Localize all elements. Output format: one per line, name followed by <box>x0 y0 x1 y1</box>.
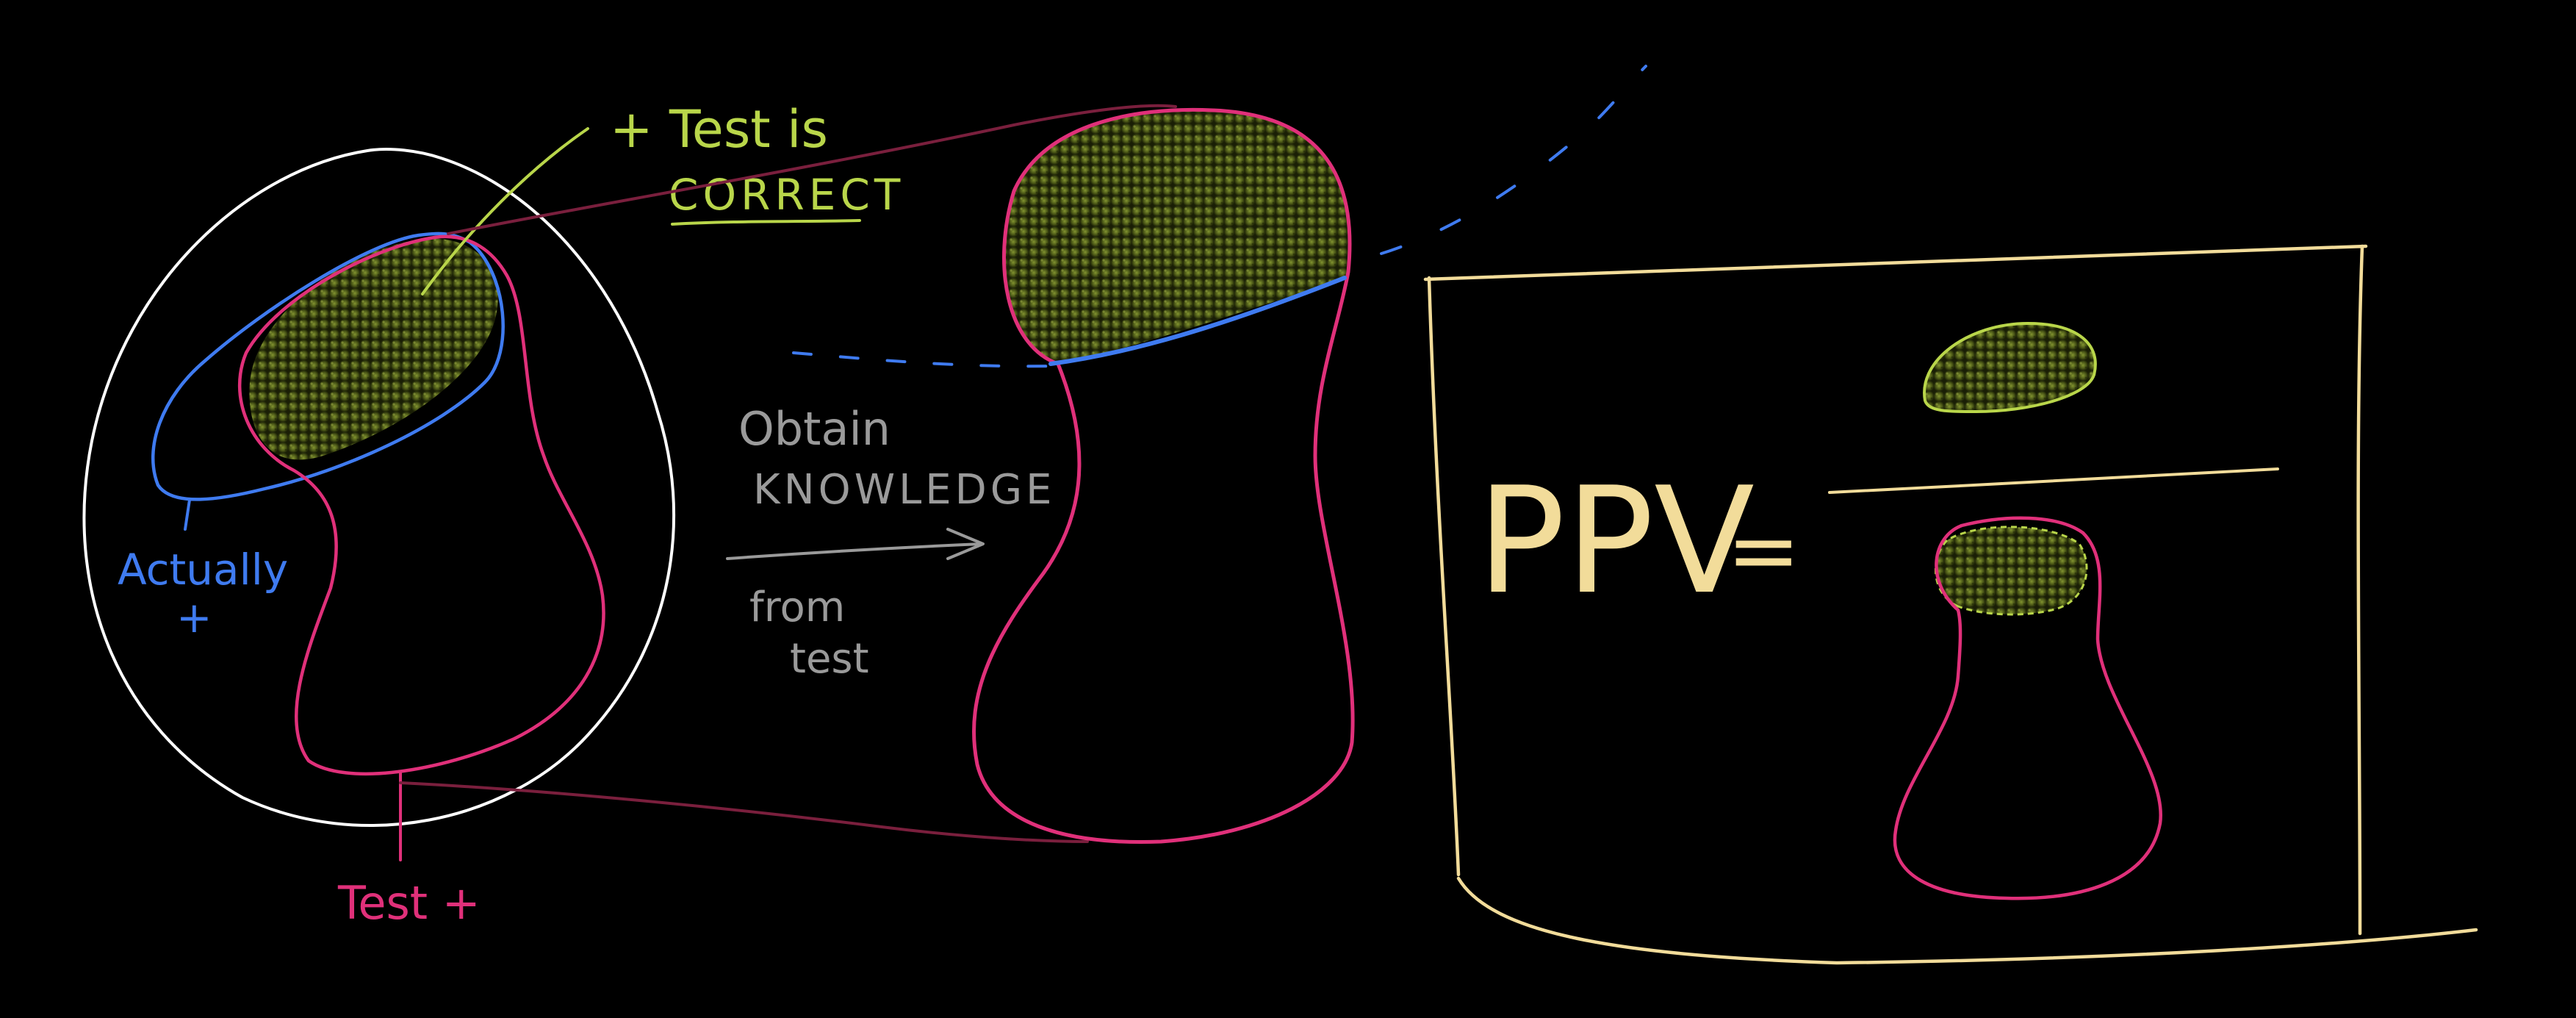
denominator-test-positive-outline <box>1893 516 2163 900</box>
actually-positive-label: Actually <box>118 545 288 595</box>
test-label: test <box>790 635 869 683</box>
dashed-blue-connector-right <box>1380 65 1647 255</box>
right-arrow-icon <box>726 528 985 560</box>
actually-positive-plus: + <box>176 592 212 642</box>
test-positive-outline <box>238 234 605 776</box>
extracted-test-positive-outline <box>972 107 1355 845</box>
dashed-blue-connector-left <box>792 351 1059 368</box>
population-outline <box>82 148 676 827</box>
from-label: from <box>749 584 845 631</box>
knowledge-label: KNOWLEDGE <box>753 466 1056 514</box>
denominator-true-positive <box>1934 526 2088 616</box>
test-positive-label: Test + <box>337 876 481 930</box>
obtain-label: Obtain <box>738 402 891 456</box>
bottom-connector <box>399 781 1089 843</box>
test-correct-callout: + Test is CORRECT <box>610 99 904 226</box>
correct-leader <box>421 127 589 295</box>
population-diagram: Actually + Test + <box>82 127 676 930</box>
test-correct-label-line1: + Test is <box>610 99 828 159</box>
test-correct-label-line2: CORRECT <box>669 170 904 220</box>
true-positive-region <box>249 238 498 460</box>
extracted-actual-boundary <box>1048 276 1347 366</box>
fraction-bar <box>1828 467 2279 494</box>
actually-positive-outline <box>151 232 505 501</box>
ppv-equals: = <box>1727 500 1801 602</box>
test-positive-extracted <box>972 107 1355 845</box>
correct-underline <box>671 219 861 226</box>
ppv-box-outline <box>1423 244 2478 965</box>
actually-positive-leader <box>184 498 191 531</box>
top-connector <box>447 104 1177 235</box>
obtain-knowledge-note: Obtain KNOWLEDGE from test <box>726 402 1056 683</box>
connectors <box>399 65 1647 843</box>
numerator-true-positive <box>1923 321 2097 414</box>
ppv-label: PPV <box>1477 456 1755 627</box>
extracted-true-positive-region <box>1004 110 1350 364</box>
ppv-panel: PPV = <box>1423 244 2478 965</box>
